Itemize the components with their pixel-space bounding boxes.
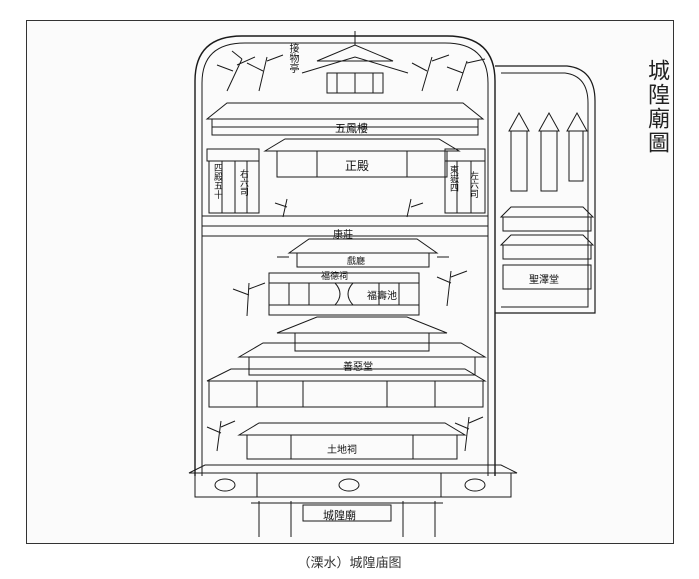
main-hall-drawing — [263, 138, 461, 178]
pool-enclosure — [268, 272, 420, 316]
east-annex-buildings — [499, 111, 595, 290]
figure-frame: 接物亭 五鳳樓 正殿 四殿五十 右六司 東嶽四 左六司 康莊 戲廳 福德祠 福壽… — [26, 20, 674, 544]
trees-middle — [232, 198, 468, 317]
label-corridor: 康莊 — [333, 230, 353, 241]
temple-illustration — [188, 31, 596, 537]
label-top-pavilion: 接物亭 — [287, 43, 298, 73]
left-side-halls — [206, 148, 260, 214]
east-annex-wall — [495, 65, 596, 314]
label-lotus-pool: 福壽池 — [367, 291, 397, 302]
label-east-hall: 聖澤堂 — [529, 275, 559, 286]
label-left-hall-b: 右六司 — [238, 169, 248, 196]
front-gate-drawing — [188, 464, 518, 498]
outer-archway-drawing — [251, 501, 443, 537]
label-left-hall-a: 四殿五十 — [212, 163, 222, 199]
label-gate-hall: 善惡堂 — [343, 362, 373, 373]
right-side-halls — [444, 148, 486, 214]
label-main-hall: 正殿 — [345, 159, 370, 173]
label-fuqiu-ci: 福德祠 — [321, 272, 349, 282]
label-tudi: 土地祠 — [327, 445, 357, 456]
trees-top — [216, 50, 486, 92]
compound-wall — [194, 35, 496, 476]
wufeng-lou-drawing — [205, 102, 485, 136]
lower-hall-drawing — [237, 422, 467, 460]
trees-lower — [206, 416, 484, 452]
label-outer-gate: 城隍廟 — [323, 509, 356, 522]
top-pavilion-drawing — [301, 31, 409, 94]
figure-title: 城隍廟圖 — [644, 59, 669, 155]
label-xian-ting: 戲廳 — [347, 257, 366, 267]
shan-e-tang-drawing — [206, 316, 487, 408]
figure-caption: （溧水）城隍庙图 — [297, 556, 402, 571]
label-wufeng-lou: 五鳳樓 — [335, 122, 368, 135]
label-right-hall-b: 左六司 — [468, 171, 478, 198]
label-right-hall-a: 東嶽四 — [448, 165, 458, 192]
xian-ting-drawing — [277, 238, 449, 268]
